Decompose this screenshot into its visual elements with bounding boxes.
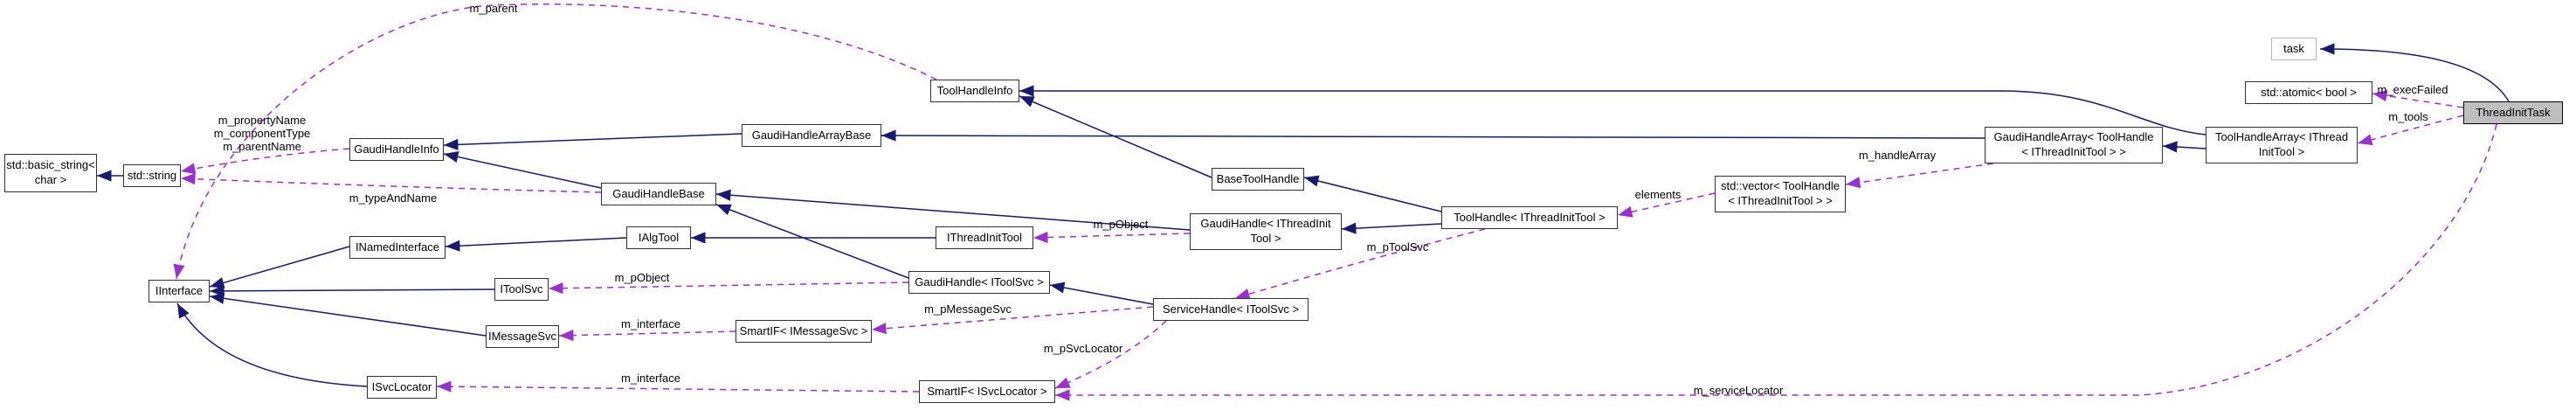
edge-gaudi-handle-base-to-gaudi-handle-info	[443, 151, 602, 189]
edge-gaudi-handle-itoolsvc-to-gaudi-handle-base	[715, 204, 909, 279]
edge-thread-init-task-to-std-atomic-bool	[2372, 89, 2464, 108]
edge-gaudi-handle-array-base-to-gaudi-handle-info	[443, 133, 742, 150]
node-gaudi-handle-base[interactable]: GaudiHandleBase	[601, 183, 716, 205]
node-isvc-locator[interactable]: ISvcLocator	[367, 376, 437, 399]
node-inamed-interface[interactable]: INamedInterface	[349, 236, 445, 259]
node-ithread-init-tool[interactable]: IThreadInitTool	[936, 226, 1033, 249]
edge-service-handle-itoolsvc-to-smartif-isvclocator	[1054, 320, 1167, 389]
node-thread-init-task[interactable]: ThreadInitTask	[2463, 101, 2563, 124]
edge-tool-handle-array-to-gaudi-handle-array	[2162, 141, 2207, 153]
node-task[interactable]: task	[2271, 38, 2317, 60]
edge-service-handle-itoolsvc-to-gaudi-handle-itoolsvc	[1049, 281, 1154, 305]
node-tool-handle-ithreadinittool[interactable]: ToolHandle< IThreadInitTool >	[1441, 206, 1618, 229]
node-ialg-tool[interactable]: IAlgTool	[626, 226, 691, 249]
edge-thread-init-task-to-tool-handle-array	[2357, 115, 2464, 146]
edge-gaudi-handle-ithreadinittool-to-ithread-init-tool	[1032, 231, 1191, 244]
edge-std-vector-toolhandle-to-tool-handle-ithreadinittool	[1617, 192, 1716, 218]
node-itool-svc[interactable]: IToolSvc	[494, 278, 549, 301]
edge-base-tool-handle-to-tool-handle-info	[1019, 95, 1212, 178]
edge-gaudi-handle-array-to-std-vector-toolhandle	[1845, 163, 1994, 189]
node-std-atomic-bool[interactable]: std::atomic< bool >	[2245, 81, 2372, 104]
node-base-tool-handle[interactable]: BaseToolHandle	[1212, 168, 1304, 191]
node-std-vector-toolhandle[interactable]: std::vector< ToolHandle < IThreadInitToo…	[1715, 176, 1846, 212]
node-gaudi-handle-itoolsvc[interactable]: GaudiHandle< IToolSvc >	[908, 271, 1050, 294]
edge-gaudi-handle-info-to-std-string	[180, 148, 350, 175]
edge-itool-svc-to-iinterface	[209, 285, 495, 297]
edge-tool-handle-ithreadinittool-to-base-tool-handle	[1303, 175, 1442, 212]
edge-service-handle-itoolsvc-to-smartif-imessagesvc	[871, 306, 1154, 335]
edge-inamed-interface-to-iinterface	[209, 246, 350, 288]
edge-isvc-locator-to-iinterface	[176, 302, 368, 387]
edge-smartif-isvclocator-to-isvc-locator	[436, 380, 920, 393]
edge-tool-handle-array-to-tool-handle-info	[1019, 85, 2207, 136]
node-imessage-svc[interactable]: IMessageSvc	[486, 325, 559, 348]
node-service-handle-itoolsvc[interactable]: ServiceHandle< IToolSvc >	[1153, 298, 1309, 321]
node-gaudi-handle-ithreadinittool[interactable]: GaudiHandle< IThreadInit Tool >	[1190, 213, 1342, 250]
node-std-string[interactable]: std::string	[123, 164, 181, 187]
edge-tool-handle-ithreadinittool-to-gaudi-handle-ithreadinittool	[1341, 222, 1442, 234]
edge-thread-init-task-to-task	[2319, 43, 2510, 102]
edge-gaudi-handle-itoolsvc-to-itool-svc	[548, 281, 909, 295]
edge-gaudi-handle-ithreadinittool-to-gaudi-handle-base	[715, 189, 1191, 231]
edge-thread-init-task-to-smartif-isvclocator	[1055, 123, 2497, 401]
node-gaudi-handle-array[interactable]: GaudiHandleArray< ToolHandle < IThreadIn…	[1985, 127, 2163, 163]
edge-gaudi-handle-array-to-gaudi-handle-array-base	[881, 129, 1986, 142]
node-gaudi-handle-info[interactable]: GaudiHandleInfo	[349, 138, 444, 161]
node-tool-handle-array[interactable]: ToolHandleArray< IThread InitTool >	[2206, 127, 2358, 163]
node-basic-string[interactable]: std::basic_string< char >	[4, 154, 97, 192]
node-tool-handle-info[interactable]: ToolHandleInfo	[930, 80, 1019, 102]
edge-tool-handle-info-to-iinterface	[173, 3, 937, 280]
node-smartif-isvclocator[interactable]: SmartIF< ISvcLocator >	[919, 380, 1055, 403]
edge-ialg-tool-to-inamed-interface	[445, 237, 627, 252]
edge-gaudi-handle-base-to-std-string	[180, 173, 602, 193]
node-iinterface[interactable]: IInterface	[148, 280, 210, 302]
edge-imessage-svc-to-iinterface	[209, 292, 487, 337]
node-smartif-imessagesvc[interactable]: SmartIF< IMessageSvc >	[736, 320, 872, 343]
node-gaudi-handle-array-base[interactable]: GaudiHandleArrayBase	[742, 124, 881, 147]
edge-smartif-imessagesvc-to-imessage-svc	[558, 329, 736, 342]
edge-tool-handle-ithreadinittool-to-service-handle-itoolsvc	[1234, 228, 1486, 300]
